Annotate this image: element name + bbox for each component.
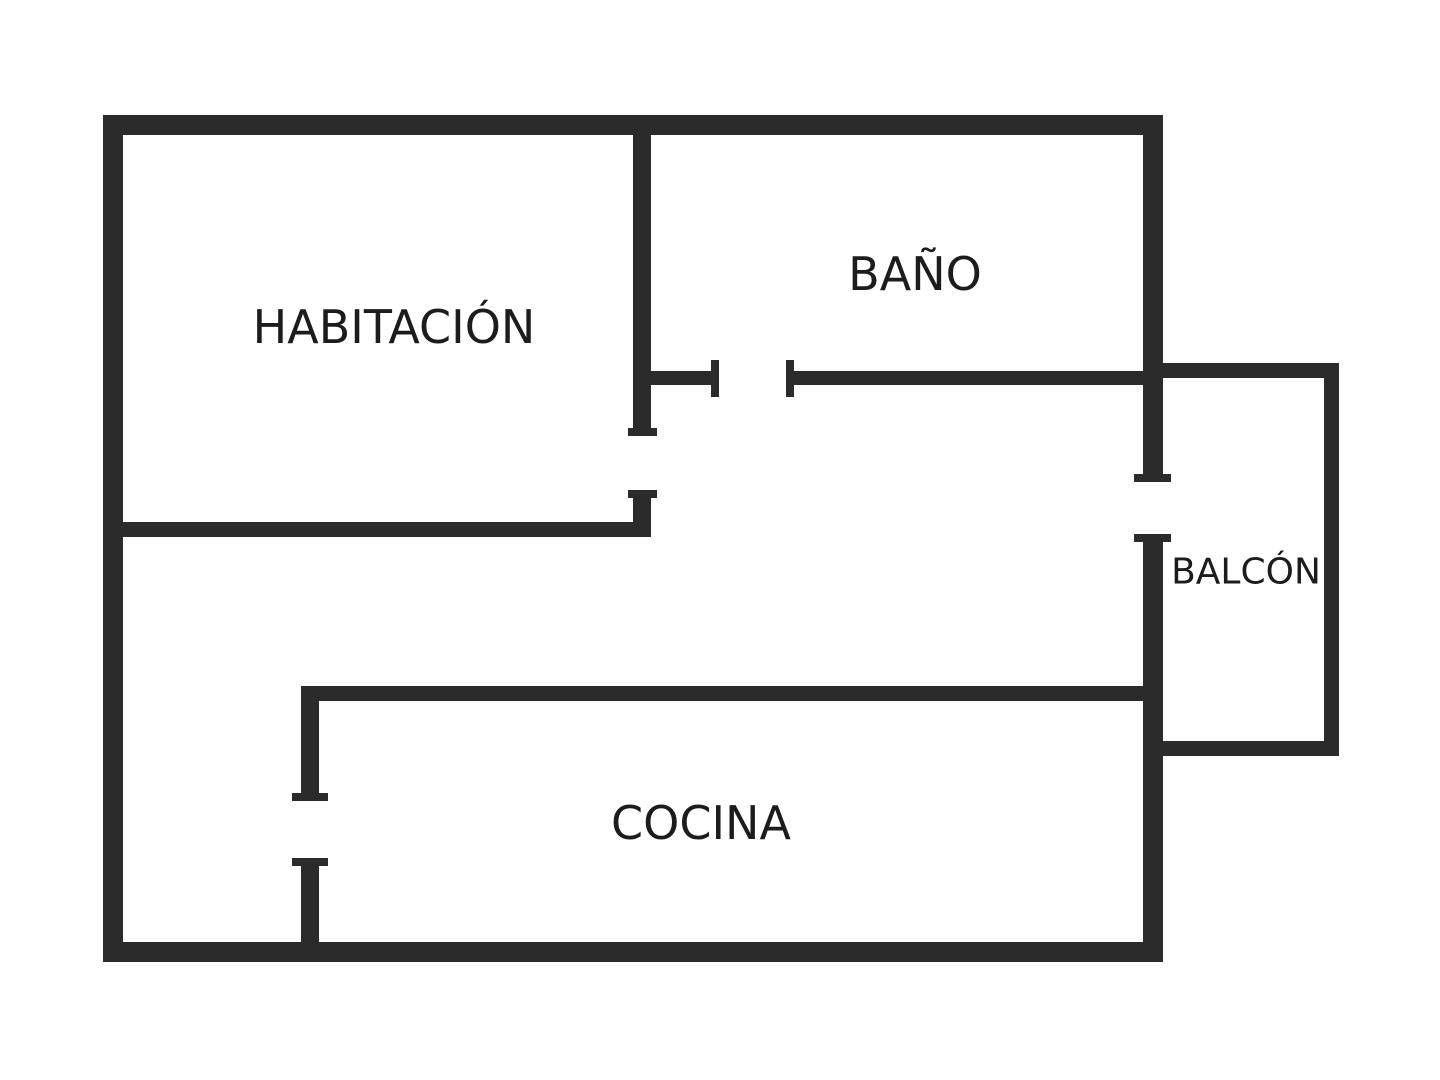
outer-wall-top bbox=[103, 115, 1163, 135]
balcony-wall-right bbox=[1324, 363, 1339, 756]
kitchen-wall-left-lower bbox=[301, 858, 319, 946]
bedroom-walls bbox=[123, 135, 657, 537]
bathroom-wall-bottom-right bbox=[786, 371, 1143, 385]
balcony-partition bbox=[1134, 378, 1171, 742]
balcony-wall-bottom bbox=[1143, 741, 1339, 756]
balcony-partition-lower bbox=[1143, 534, 1163, 742]
bathroom-door-jamb-left bbox=[711, 360, 719, 397]
kitchen-walls bbox=[292, 686, 1143, 946]
room-label-balcon: BALCÓN bbox=[1171, 551, 1321, 593]
room-label-cocina: COCINA bbox=[611, 796, 791, 850]
kitchen-wall-top bbox=[301, 686, 1143, 701]
bedroom-wall-right-upper bbox=[633, 135, 651, 435]
room-label-bano: BAÑO bbox=[848, 247, 982, 301]
outer-wall-right-upper bbox=[1143, 115, 1163, 378]
outer-walls bbox=[103, 115, 1163, 962]
balcony-partition-upper bbox=[1143, 378, 1163, 478]
balcony-wall-top bbox=[1143, 363, 1339, 378]
outer-wall-bottom bbox=[103, 942, 1163, 962]
kitchen-wall-left-upper bbox=[301, 686, 319, 799]
bedroom-wall-bottom bbox=[123, 522, 651, 537]
balcony-door-jamb-top bbox=[1134, 474, 1171, 482]
bathroom-walls bbox=[651, 360, 1143, 397]
room-label-habitacion: HABITACIÓN bbox=[253, 300, 536, 354]
outer-wall-left bbox=[103, 115, 123, 962]
balcony-walls bbox=[1143, 363, 1339, 756]
outer-wall-right-lower bbox=[1143, 742, 1163, 962]
bedroom-door-jamb-top bbox=[628, 428, 657, 436]
bathroom-wall-bottom-left bbox=[651, 371, 718, 385]
kitchen-door-jamb-top bbox=[292, 793, 328, 801]
